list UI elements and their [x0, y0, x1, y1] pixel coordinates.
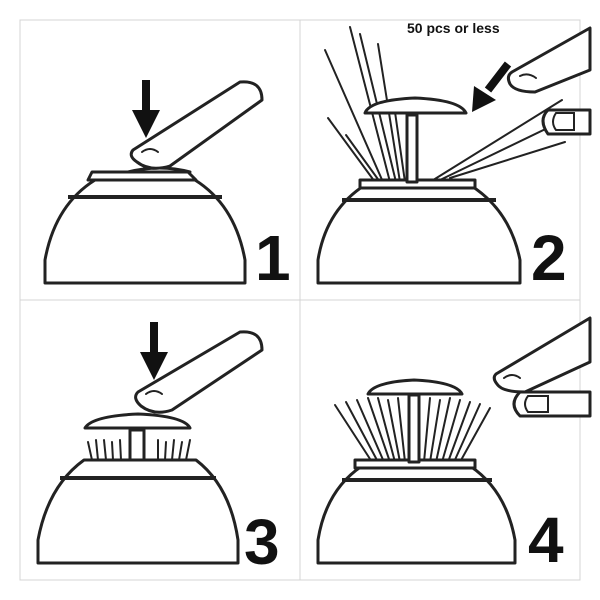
panel-2	[316, 26, 592, 285]
panel-4-sticks	[334, 397, 491, 463]
panel-2-arrow-icon	[472, 61, 512, 112]
panel-4-finger-top	[492, 316, 592, 394]
panel-4-cap	[366, 378, 464, 396]
panel-3	[36, 322, 264, 565]
panel-2-thumbnail	[552, 112, 575, 131]
panel-2-post	[405, 113, 419, 184]
panel-1-finger	[129, 80, 264, 170]
panel-2-finger-top	[506, 26, 592, 94]
panel-3-fingernail	[145, 390, 163, 395]
step-number-2: 2	[531, 222, 567, 294]
panel-3-post	[128, 428, 146, 462]
panel-4-thumbnail	[524, 395, 549, 413]
panel-1	[43, 80, 264, 285]
panel-grid	[19, 19, 581, 581]
panel-3-dome	[36, 458, 240, 565]
step-number-1: 1	[255, 222, 291, 294]
panel-3-cap	[83, 412, 192, 430]
panel-4-thumb	[512, 390, 592, 418]
panel-1-arrow-icon	[132, 80, 160, 138]
panel-2-cap	[363, 96, 468, 115]
panel-2-fingernail-top	[519, 73, 537, 79]
panel-3-sticks	[87, 439, 191, 461]
step-number-3: 3	[244, 506, 280, 578]
panel-4-post	[407, 393, 421, 464]
panel-1-fingernail	[141, 148, 159, 153]
panel-4	[316, 316, 592, 565]
panel-3-arrow-icon	[140, 322, 168, 380]
step-number-4: 4	[528, 504, 564, 576]
panel-4-fingernail-top	[503, 374, 521, 379]
quantity-caption: 50 pcs or less	[407, 20, 500, 36]
panel-3-finger	[134, 330, 264, 414]
